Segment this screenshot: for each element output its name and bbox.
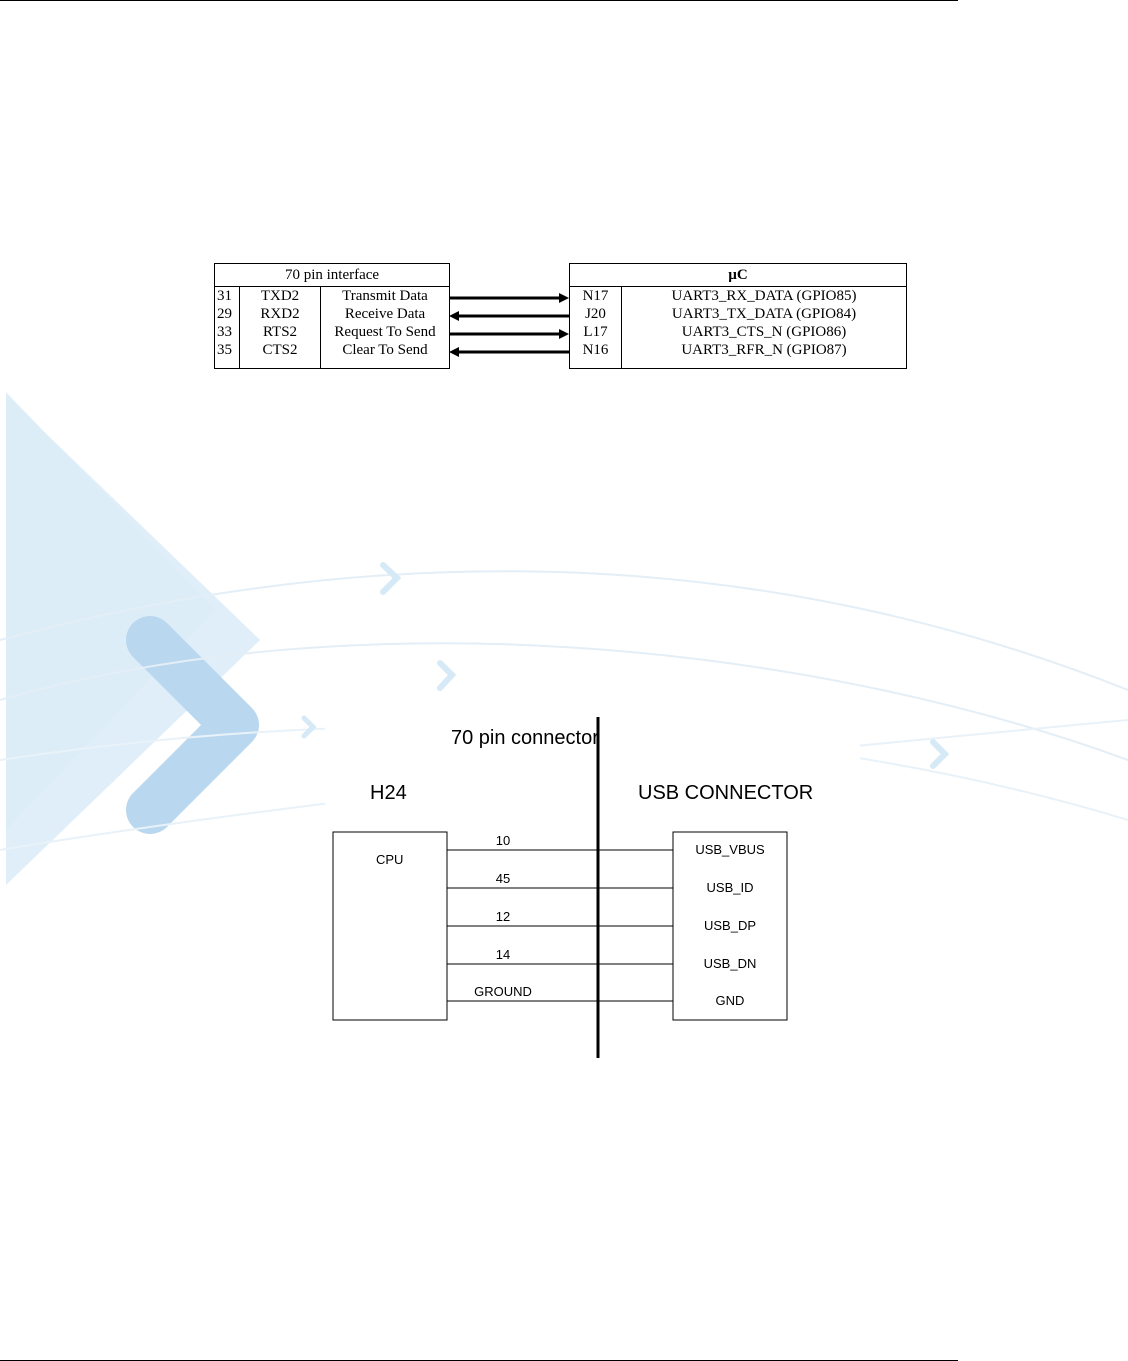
usb-signal-label: USB_DP (703, 918, 757, 933)
uart-signal: UART3_RX_DATA (GPIO85) (671, 288, 857, 304)
uart-arrow-head (449, 347, 459, 357)
uart-arrow-head (559, 293, 569, 303)
uart-left-title: 70 pin interface (215, 264, 449, 287)
usb-pin-label: 10 (495, 833, 511, 848)
usb-signal-label: USB_DN (703, 956, 757, 971)
pin-number: 29 (217, 306, 232, 322)
usb-connector-title: USB CONNECTOR (638, 782, 814, 804)
pin-number: 33 (217, 324, 232, 340)
uart-signal: UART3_CTS_N (GPIO86) (681, 324, 847, 340)
pin-number: 31 (217, 288, 232, 304)
uart-arrow-head (559, 329, 569, 339)
uart-signal: UART3_RFR_N (GPIO87) (681, 342, 847, 358)
signal-description: Clear To Send (342, 342, 428, 358)
uart-right-title: µC (570, 264, 906, 287)
signal-description: Transmit Data (342, 288, 428, 304)
uart-signal-column: UART3_RX_DATA (GPIO85) UART3_TX_DATA (GP… (622, 287, 906, 368)
usb-signal-label: USB_VBUS (695, 842, 765, 857)
usb-pin-label: 14 (495, 947, 511, 962)
uart-arrows (449, 293, 569, 357)
signal-name: RTS2 (262, 324, 298, 340)
signal-column: TXD2 RXD2 RTS2 CTS2 (240, 287, 321, 368)
usb-pin-label: 12 (495, 909, 511, 924)
ball-id: N16 (582, 342, 609, 358)
usb-signal-label: USB_ID (706, 880, 754, 895)
usb-pin-label: GROUND (474, 984, 532, 999)
signal-description: Receive Data (344, 306, 426, 322)
connector-label: 70 pin connector (451, 727, 599, 749)
usb-pin-label: 45 (495, 871, 511, 886)
h24-title: H24 (370, 782, 407, 804)
signal-name: TXD2 (260, 288, 300, 304)
description-column: Transmit Data Receive Data Request To Se… (321, 287, 449, 368)
ball-id: N17 (582, 288, 609, 304)
uart-left-block: 70 pin interface 31 29 33 35 TXD2 RXD2 R… (214, 263, 450, 369)
top-rule (0, 0, 958, 1)
usb-signal-label: GND (715, 993, 745, 1008)
cpu-label: CPU (376, 852, 404, 867)
uart-signal: UART3_TX_DATA (GPIO84) (671, 306, 857, 322)
uart-right-block: µC N17 J20 L17 N16 UART3_RX_DATA (GPIO85… (569, 263, 907, 369)
pin-column: 31 29 33 35 (215, 287, 240, 368)
ball-id: L17 (583, 324, 608, 340)
uart-arrow-head (449, 311, 459, 321)
signal-description: Request To Send (334, 324, 436, 340)
signal-name: CTS2 (262, 342, 298, 358)
ball-id: J20 (585, 306, 606, 322)
signal-name: RXD2 (260, 306, 300, 322)
ball-column: N17 J20 L17 N16 (570, 287, 622, 368)
pin-number: 35 (217, 342, 232, 358)
